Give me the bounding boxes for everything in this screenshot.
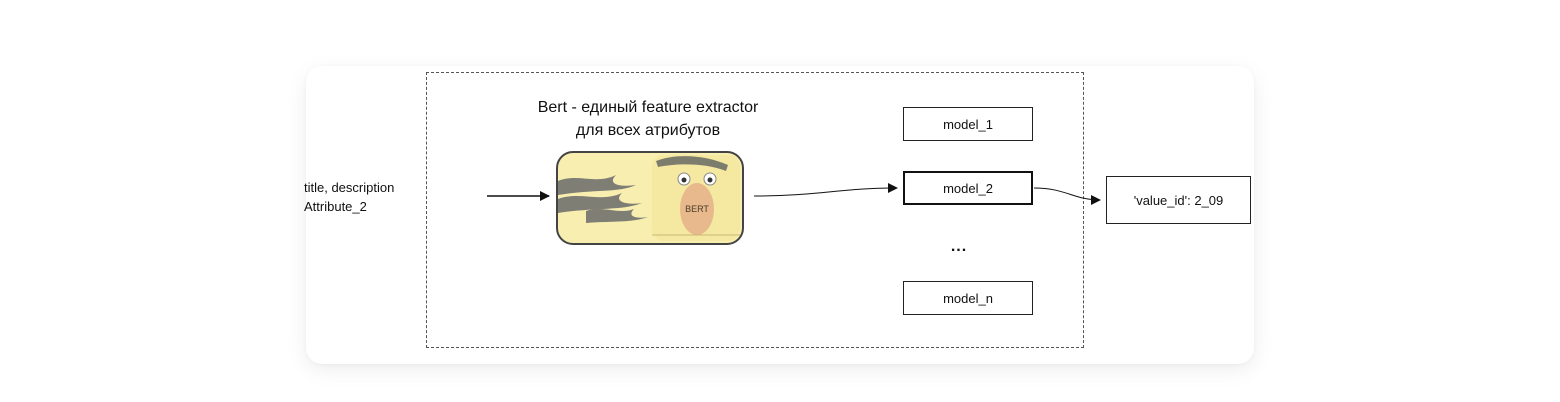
input-label-line-1: title, description — [304, 180, 395, 195]
bert-badge-text: BERT — [685, 204, 709, 214]
diagram-card — [306, 66, 1254, 364]
models-ellipsis: ... — [950, 238, 968, 255]
model-2-box: model_2 — [903, 171, 1033, 205]
input-label: title, description Attribute_2 — [304, 178, 394, 216]
bert-title-line-1: Bert - единый feature extractor — [537, 99, 759, 116]
model-n-box: model_n — [903, 281, 1033, 315]
model-2-label: model_2 — [943, 180, 993, 196]
bert-title-line-2: для всех атрибутов — [575, 122, 721, 139]
bert-character-icon: BERT — [556, 151, 744, 245]
input-label-line-2: Attribute_2 — [304, 199, 367, 214]
model-1-box: model_1 — [903, 107, 1033, 141]
output-value: 'value_id': 2_09 — [1133, 192, 1224, 208]
bert-title: Bert - единый feature extractor для всех… — [498, 96, 798, 142]
feature-extractor-group — [426, 72, 1084, 348]
model-n-label: model_n — [943, 290, 993, 306]
model-1-label: model_1 — [943, 116, 993, 132]
output-box: 'value_id': 2_09 — [1106, 176, 1251, 224]
